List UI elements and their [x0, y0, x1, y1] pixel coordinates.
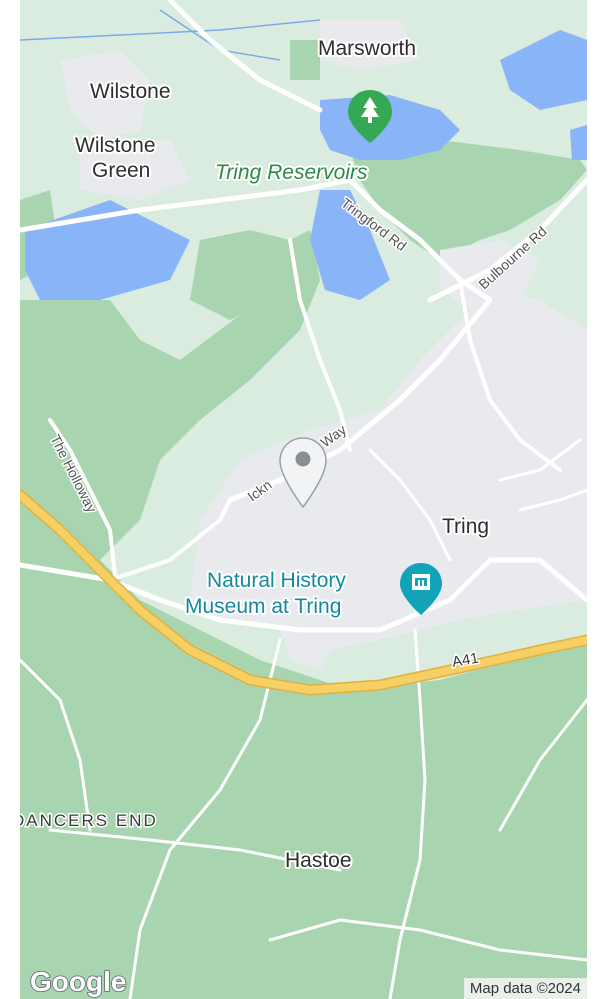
google-logo[interactable]: Google	[29, 965, 127, 998]
urban-areas	[60, 20, 587, 670]
map-attribution[interactable]: Map data ©2024	[463, 978, 587, 999]
road-label-a41: A41	[451, 650, 480, 671]
place-label-wilstone: Wilstone	[90, 80, 171, 103]
poi-label-museum-line2[interactable]: Museum at Tring	[183, 593, 343, 620]
poi-label-museum-line1[interactable]: Natural History	[205, 567, 348, 594]
minor-roads	[20, 0, 587, 999]
place-label-marsworth: Marsworth	[318, 37, 416, 60]
a41-road	[20, 489, 587, 696]
place-label-dancers-end: DANCERS END	[20, 811, 158, 830]
place-label-wilstone-green-line1: Wilstone	[75, 134, 156, 157]
place-label-tring: Tring	[442, 515, 489, 538]
place-label-hastoe: Hastoe	[285, 849, 352, 872]
water-bodies	[25, 30, 587, 300]
map-view[interactable]: Marsworth Wilstone Wilstone Green Tring …	[20, 0, 587, 999]
place-label-wilstone-green-line2: Green	[92, 159, 150, 182]
tree-icon[interactable]	[348, 90, 392, 143]
museum-icon[interactable]	[400, 563, 442, 615]
poi-label-tring-reservoirs[interactable]: Tring Reservoirs	[213, 159, 370, 186]
map-pin-icon[interactable]	[279, 437, 327, 509]
map-canvas[interactable]: Marsworth Wilstone Wilstone Green Tring …	[20, 0, 587, 999]
